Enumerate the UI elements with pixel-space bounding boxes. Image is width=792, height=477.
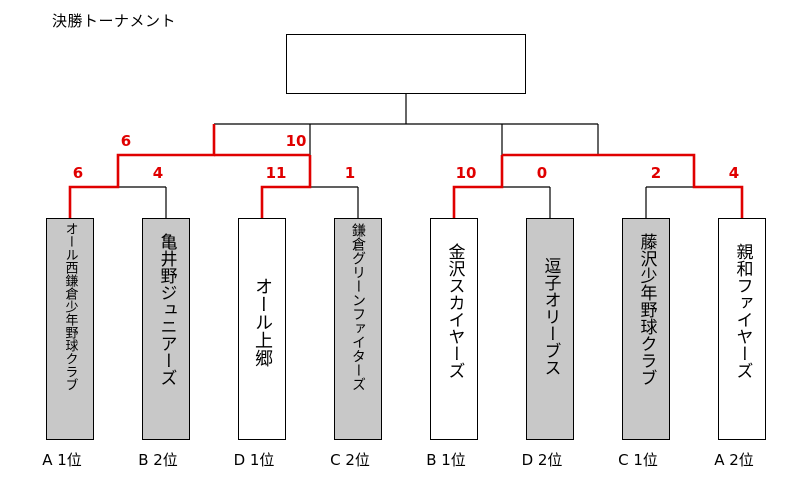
seed-label-2: B 2位	[138, 451, 178, 469]
team-name: 鎌倉グリーンファイターズ	[350, 223, 366, 391]
score-team-7: 2	[650, 164, 662, 182]
tournament-title: 決勝トーナメント	[52, 12, 177, 30]
team-name: オール西鎌倉少年野球クラブ	[62, 222, 78, 391]
score-team-8: 4	[728, 164, 740, 182]
team-box-7: 藤沢少年野球クラブ	[622, 218, 670, 440]
score-team-3: 11	[265, 164, 287, 182]
seed-label-6: D 2位	[521, 451, 563, 469]
seed-label-1: A 1位	[42, 451, 82, 469]
score-semi-left-2: 10	[285, 132, 307, 150]
score-team-6: 0	[536, 164, 548, 182]
team-box-3: オール上郷	[238, 218, 286, 440]
score-team-4: 1	[344, 164, 356, 182]
win-path-team-3	[260, 155, 312, 218]
seed-label-5: B 1位	[426, 451, 466, 469]
seed-label-7: C 1位	[618, 451, 658, 469]
score-team-5: 10	[455, 164, 477, 182]
score-team-1: 6	[72, 164, 84, 182]
team-box-1: オール西鎌倉少年野球クラブ	[46, 218, 94, 440]
win-path-team-1	[68, 124, 216, 218]
team-box-8: 親和ファイヤーズ	[718, 218, 766, 440]
team-box-2: 亀井野ジュニアーズ	[142, 218, 190, 440]
score-semi-left-1: 6	[120, 132, 132, 150]
team-box-6: 逗子オリーブス	[526, 218, 574, 440]
team-name: オール上郷	[252, 277, 273, 367]
team-name: 金沢スカイヤーズ	[444, 243, 465, 379]
team-name: 亀井野ジュニアーズ	[156, 233, 177, 386]
team-name: 親和ファイヤーズ	[732, 243, 753, 379]
team-box-4: 鎌倉グリーンファイターズ	[334, 218, 382, 440]
seed-label-3: D 1位	[233, 451, 275, 469]
score-team-2: 4	[152, 164, 164, 182]
champion-box	[286, 34, 526, 94]
team-box-5: 金沢スカイヤーズ	[430, 218, 478, 440]
seed-label-8: A 2位	[714, 451, 754, 469]
win-path-team-8	[598, 153, 744, 218]
team-name: 藤沢少年野球クラブ	[636, 233, 657, 386]
win-path-team-5	[452, 155, 504, 218]
seed-label-4: C 2位	[330, 451, 370, 469]
team-name: 逗子オリーブス	[540, 257, 561, 376]
